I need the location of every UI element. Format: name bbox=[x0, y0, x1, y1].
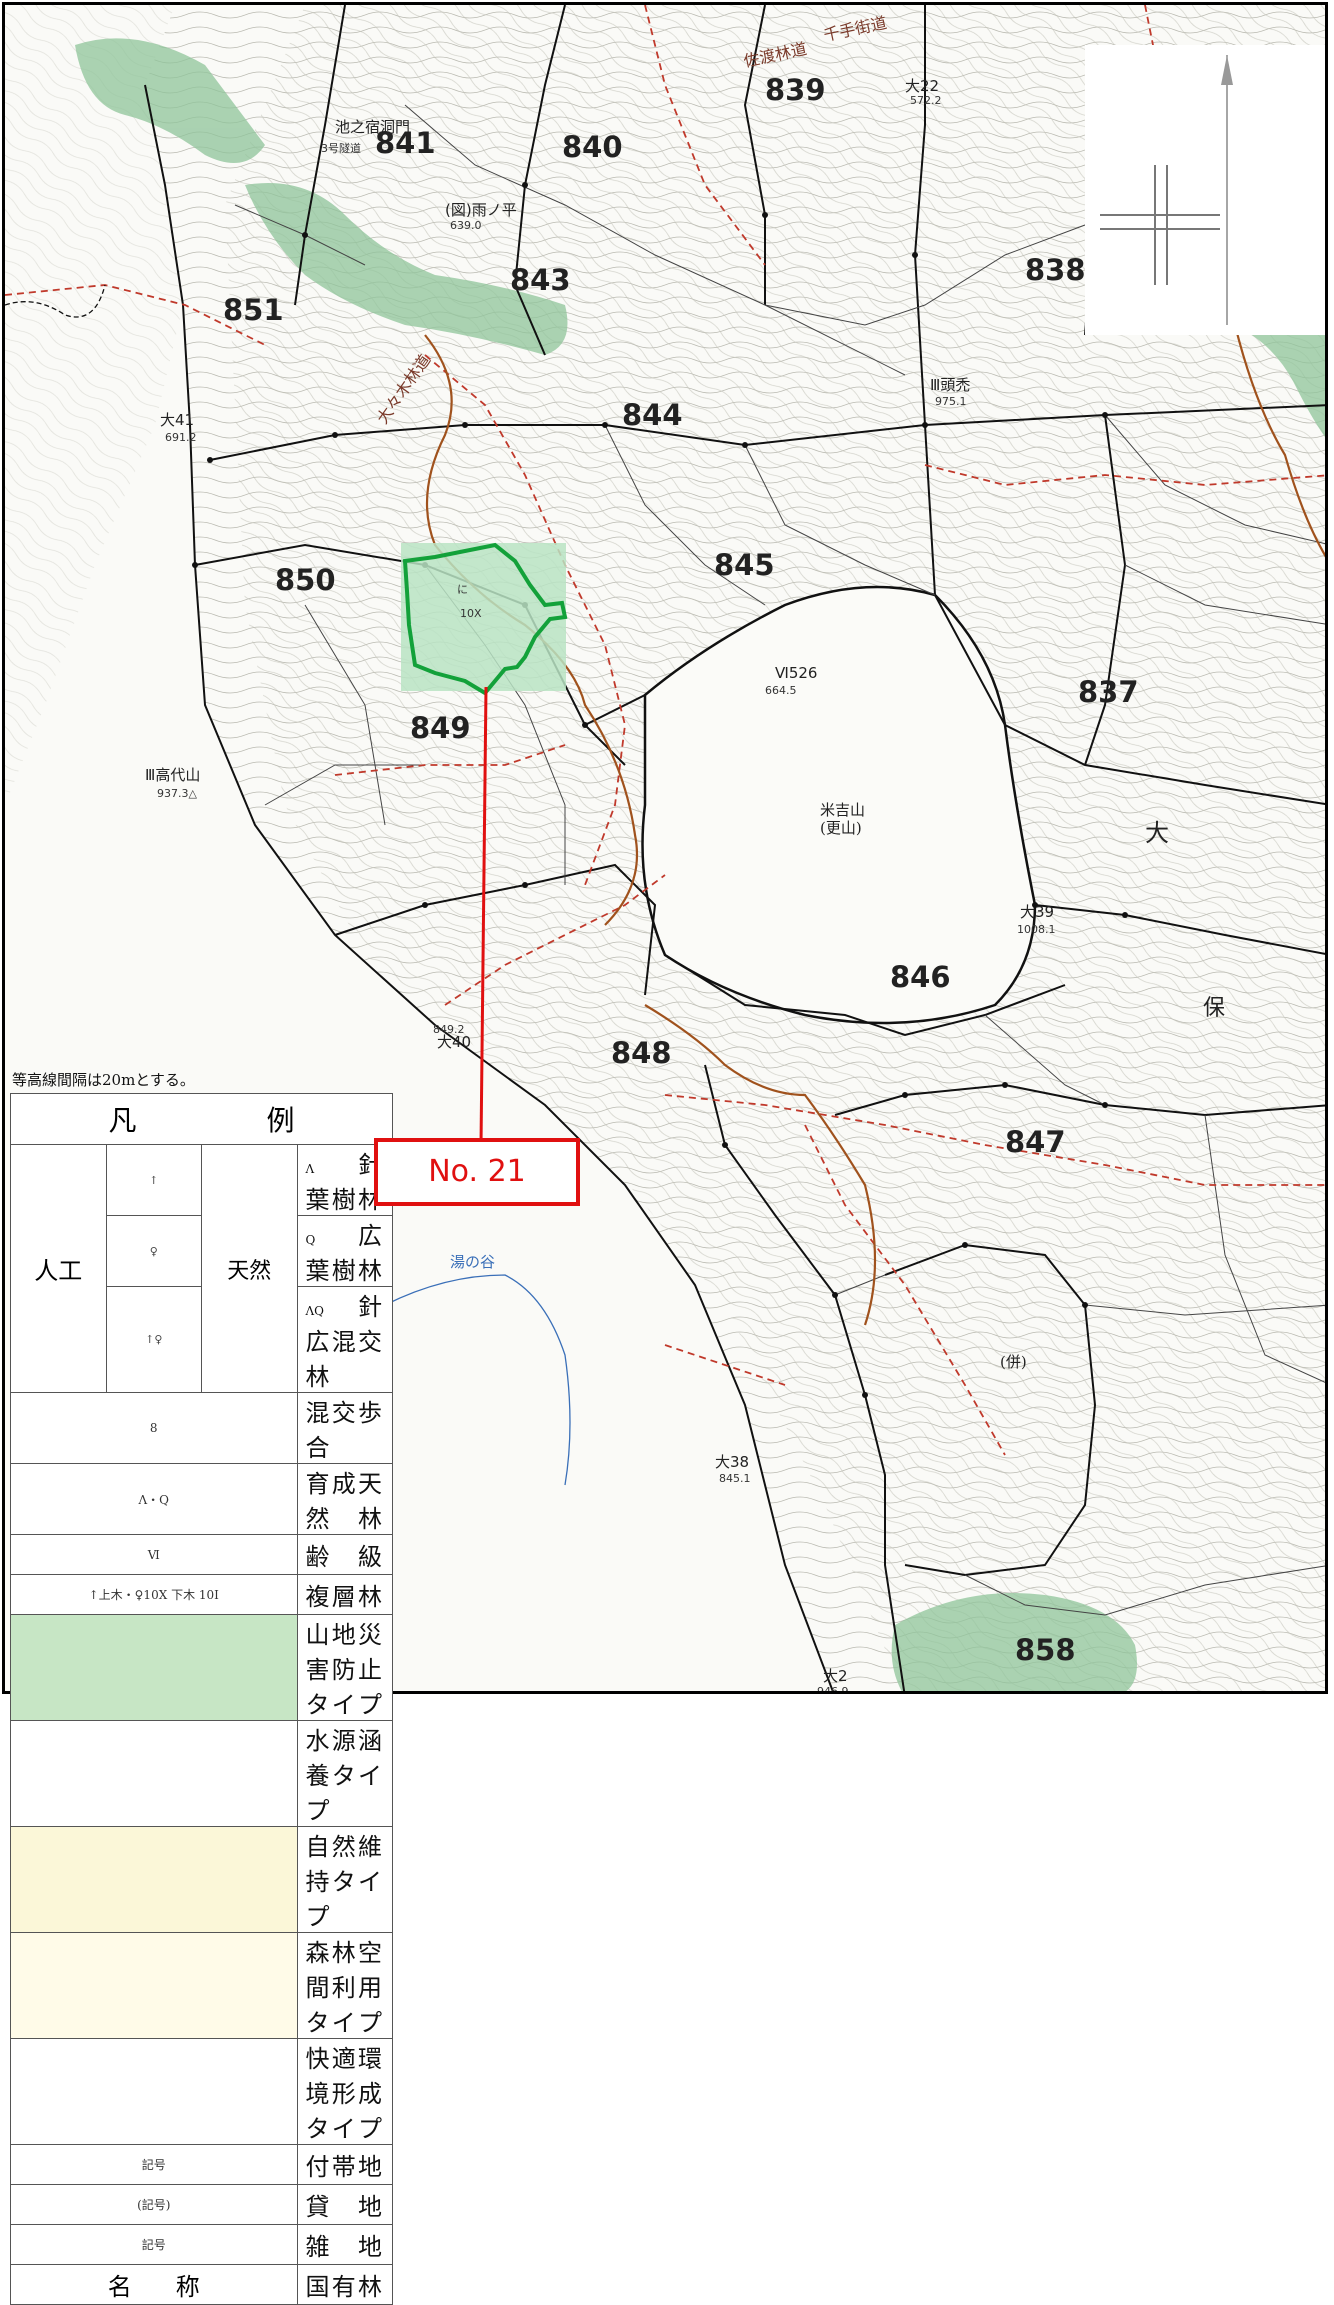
compartment-845[interactable]: 845 bbox=[714, 548, 775, 582]
stream-yunotani bbox=[384, 1274, 571, 1486]
legend-label: 自然維持タイプ bbox=[296, 1826, 393, 1933]
plot-age-label: 10X bbox=[460, 607, 482, 620]
place-sarayama: (更山) bbox=[820, 819, 862, 837]
legend-symbol bbox=[10, 1720, 298, 1827]
elev-o22: 572.2 bbox=[910, 94, 942, 107]
peak-o38: 大38 bbox=[715, 1453, 749, 1471]
compartment-847[interactable]: 847 bbox=[1005, 1125, 1066, 1159]
legend-title-2: 例 bbox=[266, 1104, 295, 1137]
legend-symbol: ↑上木・♀10X 下木 10Ⅰ bbox=[10, 1574, 298, 1615]
legend-symbol: 8 bbox=[10, 1392, 298, 1464]
legend-symbol: 記号 bbox=[10, 2144, 298, 2185]
green-forest-zones bbox=[75, 38, 1325, 1691]
legend-symbol: Λ・Q bbox=[10, 1463, 298, 1535]
stream-left bbox=[5, 284, 106, 318]
place-dai: 大 bbox=[1145, 819, 1169, 847]
elev-o38: 845.1 bbox=[719, 1472, 751, 1485]
legend-sym-1: ♀ bbox=[105, 1215, 202, 1287]
elev-takashiro: 937.3△ bbox=[157, 787, 197, 800]
legend-symbol: Ⅵ bbox=[10, 1534, 298, 1575]
place-hei: (併) bbox=[1000, 1353, 1027, 1371]
peak-o2: 大2 bbox=[823, 1667, 848, 1685]
compartment-837[interactable]: 837 bbox=[1078, 675, 1139, 709]
legend-name-cell: 名称 bbox=[10, 2264, 298, 2305]
compartment-838[interactable]: 838 bbox=[1025, 253, 1086, 287]
legend-label: 齢級 bbox=[296, 1534, 393, 1575]
elev-o41: 691.2 bbox=[165, 431, 197, 444]
legend-label: 水源涵養タイプ bbox=[296, 1720, 393, 1827]
legend-label: 貸地 bbox=[296, 2184, 393, 2225]
compartment-839[interactable]: 839 bbox=[765, 73, 826, 107]
peak-vi526: Ⅵ526 bbox=[775, 664, 817, 682]
compartment-843[interactable]: 843 bbox=[510, 263, 571, 297]
plot-sub-label: に bbox=[457, 583, 468, 596]
legend-symbol bbox=[10, 2038, 298, 2145]
legend-label: 複層林 bbox=[296, 1574, 393, 1615]
legend-sym-0: ↑ bbox=[105, 1144, 202, 1216]
compartment-848[interactable]: 848 bbox=[611, 1036, 672, 1070]
legend-label: 山地災害防止タイプ bbox=[296, 1614, 393, 1721]
place-tunnel: 池之宿洞門 bbox=[335, 118, 410, 136]
peak-labels: 大22 572.2 Ⅲ頭禿 975.1 大41 691.2 Ⅲ高代山 937.3… bbox=[145, 77, 1056, 1694]
peak-o40: 大40 bbox=[437, 1033, 471, 1051]
legend-symbol bbox=[10, 1932, 298, 2039]
contour-interval-note: 等高線間隔は20mとする。 bbox=[12, 1071, 195, 1089]
peak-o39: 大39 bbox=[1020, 903, 1054, 921]
legend-label: 快適環境形成タイプ bbox=[296, 2038, 393, 2145]
forest-roads bbox=[5, 5, 1325, 1456]
elev-o2: 946.9 bbox=[817, 1685, 849, 1694]
legend-label: 森林空間利用タイプ bbox=[296, 1932, 393, 2039]
legend-label: 付帯地 bbox=[296, 2144, 393, 2185]
outer-contours bbox=[5, 5, 183, 805]
place-tunnel2: 3号隧道 bbox=[321, 141, 361, 155]
legend-label: 育成天然林 bbox=[296, 1463, 393, 1535]
compartment-850[interactable]: 850 bbox=[275, 563, 336, 597]
compartment-849[interactable]: 849 bbox=[410, 711, 471, 745]
place-yunotani: 湯の谷 bbox=[450, 1253, 495, 1271]
north-arrow-icon bbox=[1100, 55, 1233, 325]
peak-o41: 大41 bbox=[160, 411, 194, 429]
compartment-858[interactable]: 858 bbox=[1015, 1633, 1076, 1667]
legend-symbol: 記号 bbox=[10, 2224, 298, 2265]
compartment-851[interactable]: 851 bbox=[223, 293, 284, 327]
elev-vi526: 664.5 bbox=[765, 684, 797, 697]
elev-amenotaira: 639.0 bbox=[450, 219, 482, 232]
legend-artificial: 人工 bbox=[10, 1144, 107, 1393]
legend-title: 凡例 bbox=[10, 1093, 393, 1145]
legend-sym-2: ↑♀ bbox=[105, 1286, 202, 1393]
compartment-841[interactable]: 841 bbox=[375, 126, 436, 160]
highlight-area-no21[interactable] bbox=[401, 543, 566, 691]
callout-leader bbox=[479, 686, 488, 1146]
legend-label: 雑地 bbox=[296, 2224, 393, 2265]
compartment-844[interactable]: 844 bbox=[622, 398, 683, 432]
place-yoshiyama: 米吉山 bbox=[820, 801, 865, 819]
legend-symbol bbox=[10, 1826, 298, 1933]
peak-o22: 大22 bbox=[905, 77, 939, 95]
legend-row-national: 国有林 bbox=[296, 2264, 393, 2305]
elev-o40: 849.2 bbox=[433, 1023, 465, 1036]
north-symbol-panel bbox=[1085, 45, 1325, 335]
legend-title-1: 凡 bbox=[108, 1104, 137, 1137]
legend-label: 混交歩合 bbox=[296, 1392, 393, 1464]
compartment-labels: 839 840 841 843 838 851 844 845 850 849 837 846 848 8… bbox=[223, 73, 1139, 1667]
elev-tohage: 975.1 bbox=[935, 395, 967, 408]
legend-symbol bbox=[10, 1614, 298, 1721]
callout-no21[interactable]: No. 21 bbox=[374, 1138, 580, 1206]
place-amenotaira: (図)雨ノ平 bbox=[445, 201, 517, 219]
plot-boundary-no21[interactable] bbox=[402, 542, 568, 696]
compartment-840[interactable]: 840 bbox=[562, 130, 623, 164]
compartment-846[interactable]: 846 bbox=[890, 960, 951, 994]
peak-takashiro: Ⅲ高代山 bbox=[145, 766, 200, 784]
legend-natural: 天然 bbox=[201, 1144, 298, 1393]
legend-symbol: (記号) bbox=[10, 2184, 298, 2225]
peak-tohage: Ⅲ頭禿 bbox=[930, 376, 970, 394]
place-ho: 保 bbox=[1203, 996, 1225, 1021]
elev-o39: 1008.1 bbox=[1017, 923, 1056, 936]
